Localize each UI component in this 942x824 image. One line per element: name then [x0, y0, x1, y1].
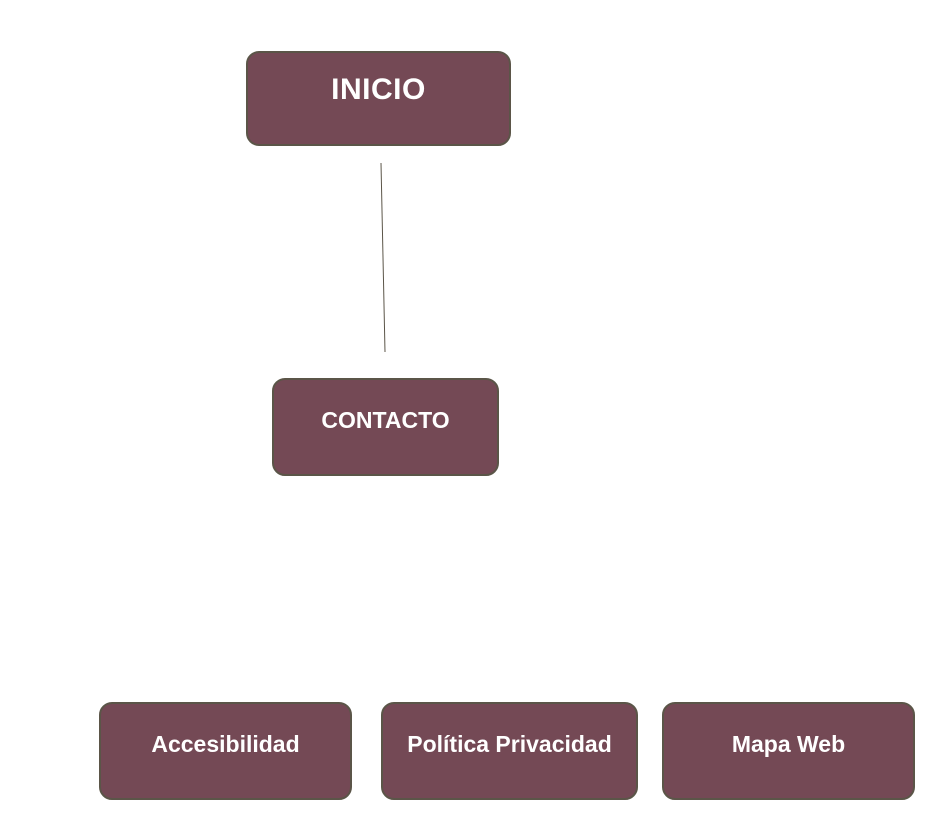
node-mapa-web[interactable]: Mapa Web: [662, 702, 915, 800]
node-mapa-web-label: Mapa Web: [731, 731, 846, 757]
node-politica-privacidad[interactable]: Política Privacidad: [381, 702, 638, 800]
node-politica-privacidad-label: Política Privacidad: [407, 731, 612, 757]
node-inicio-label: INICIO: [331, 73, 426, 106]
node-contacto-label: CONTACTO: [321, 407, 450, 433]
node-accesibilidad[interactable]: Accesibilidad: [99, 702, 352, 800]
node-contacto[interactable]: CONTACTO: [272, 378, 499, 476]
connector-inicio-contacto: [380, 162, 386, 353]
node-inicio[interactable]: INICIO: [246, 51, 511, 146]
node-accesibilidad-label: Accesibilidad: [151, 731, 300, 757]
